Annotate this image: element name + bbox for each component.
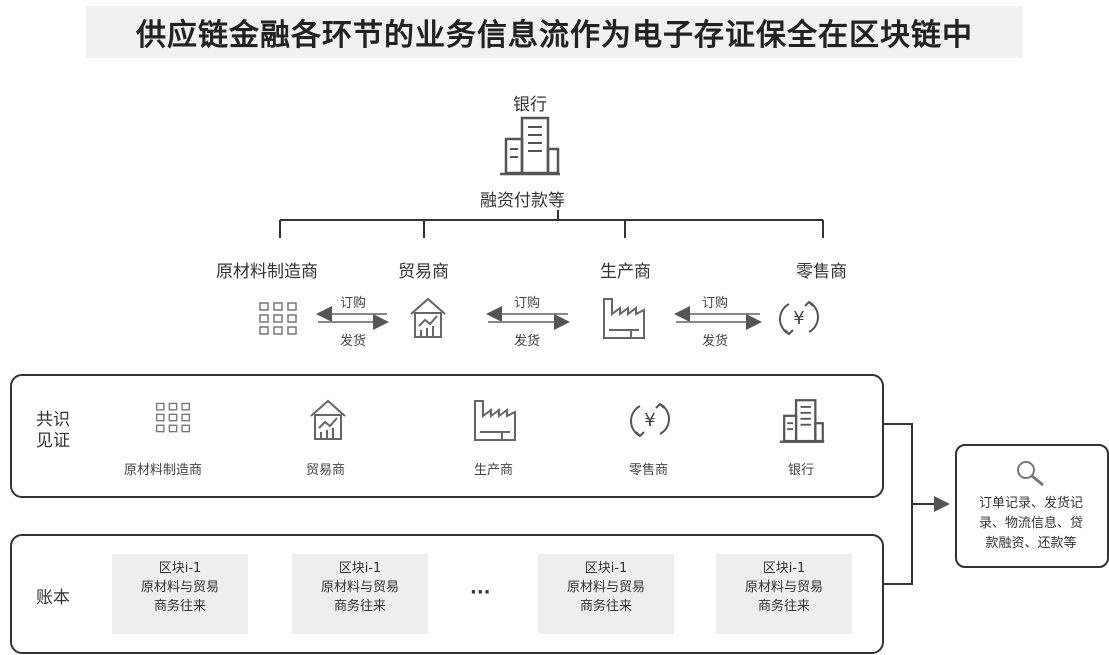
building-icon xyxy=(500,116,560,176)
svg-text:¥: ¥ xyxy=(793,308,804,329)
flow-ship-label: 发货 xyxy=(514,334,541,349)
page-title: 供应链金融各环节的业务信息流作为电子存证保全在区块链中 xyxy=(136,18,973,53)
factory-icon xyxy=(603,298,645,339)
block-body: 原材料与贸易 商务往来 xyxy=(744,580,823,614)
flow-ship-label: 发货 xyxy=(702,334,729,349)
block-body: 原材料与贸易 商务往来 xyxy=(320,580,399,614)
top-party-label: 生产商 xyxy=(600,262,651,282)
consensus-member-label: 零售商 xyxy=(629,463,669,478)
consensus-member-label: 银行 xyxy=(788,463,815,478)
bank-caption: 融资付款等 xyxy=(480,191,565,211)
block-title: 区块i-1 xyxy=(762,561,806,576)
grid-icon xyxy=(155,402,191,433)
block-body: 原材料与贸易 商务往来 xyxy=(566,580,645,614)
yen-cycle-icon: ¥ xyxy=(779,300,819,336)
house-chart-icon xyxy=(410,297,446,338)
consensus-member-label: 原材料制造商 xyxy=(124,463,203,478)
yen-cycle-icon: ¥ xyxy=(630,402,670,438)
ledger-block: 区块i-1 原材料与贸易 商务往来 xyxy=(292,554,428,634)
building-icon xyxy=(779,399,825,443)
svg-text:¥: ¥ xyxy=(644,410,655,431)
block-body: 原材料与贸易 商务往来 xyxy=(140,580,219,614)
magnifier-icon xyxy=(1017,461,1044,487)
bank-label: 银行 xyxy=(513,95,547,115)
flow-order-label: 订购 xyxy=(702,296,729,311)
block-title: 区块i-1 xyxy=(584,561,628,576)
top-party-label: 零售商 xyxy=(796,262,847,282)
ledger-block: 区块i-1 原材料与贸易 商务往来 xyxy=(716,554,852,634)
grid-icon xyxy=(259,302,297,335)
consensus-member-label: 生产商 xyxy=(474,463,514,478)
consensus-panel xyxy=(10,374,884,498)
top-party-label: 贸易商 xyxy=(398,262,449,282)
consensus-member-label: 贸易商 xyxy=(306,463,346,478)
title-band xyxy=(86,6,1023,58)
block-title: 区块i-1 xyxy=(338,561,382,576)
query-text: 订单记录、发货记 录、物流信息、贷 款融资、还款等 xyxy=(978,496,1083,551)
ledger-ellipsis: ··· xyxy=(470,582,491,603)
flow-order-label: 订购 xyxy=(340,296,367,311)
block-title: 区块i-1 xyxy=(158,561,202,576)
ledger-block: 区块i-1 原材料与贸易 商务往来 xyxy=(112,554,248,634)
ledger-label: 账本 xyxy=(36,588,70,608)
ledger-block: 区块i-1 原材料与贸易 商务往来 xyxy=(538,554,674,634)
top-party-label: 原材料制造商 xyxy=(216,262,318,282)
house-chart-icon xyxy=(310,399,346,440)
flow-order-label: 订购 xyxy=(514,296,541,311)
factory-icon xyxy=(474,400,516,441)
flow-ship-label: 发货 xyxy=(340,334,367,349)
consensus-label: 共识 见证 xyxy=(36,410,70,451)
